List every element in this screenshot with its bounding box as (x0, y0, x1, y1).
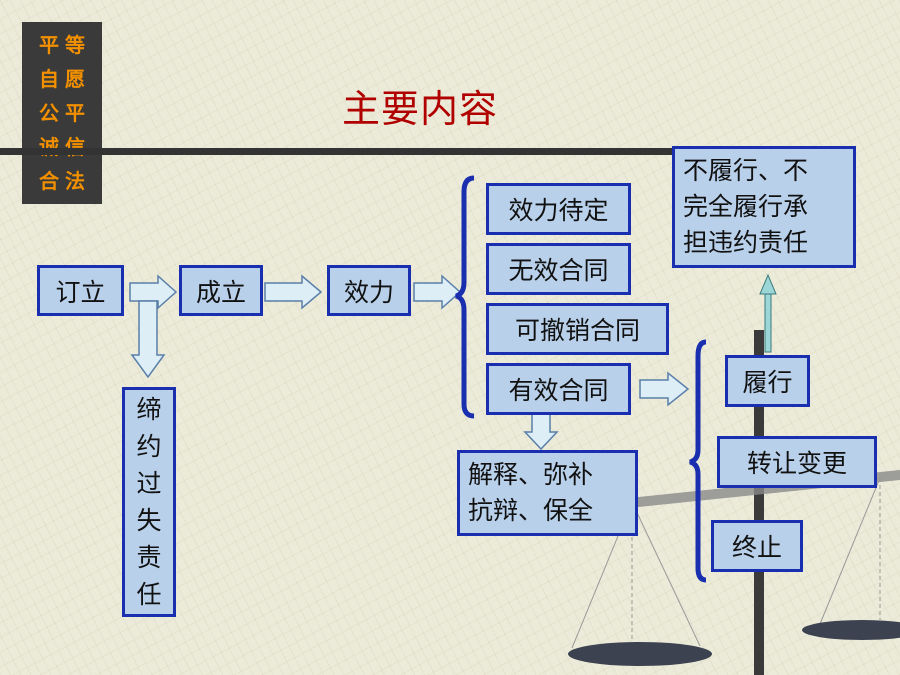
node-youxiao-hetong: 有效合同 (486, 363, 631, 415)
arrow-dingli-down (130, 300, 166, 379)
brace-xiaoli-types (455, 175, 475, 419)
node-line: 解释、弥补 (468, 460, 594, 489)
node-text-block: 解释、弥补 抗辩、保全 (468, 457, 593, 529)
node-zhuanrang-biangeng: 转让变更 (717, 436, 877, 488)
logo-char: 法 (65, 169, 85, 193)
node-char: 缔 (136, 395, 162, 424)
node-zhongzhi: 终止 (711, 520, 803, 572)
arrow-dingli-to-chengli (129, 274, 178, 310)
node-line: 完全履行承 (683, 192, 809, 221)
node-text-block: 不履行、不 完全履行承 担违约责任 (683, 153, 808, 261)
logo-char: 愿 (65, 67, 85, 91)
header-divider (0, 148, 690, 155)
node-line: 不履行、不 (683, 156, 809, 185)
node-kechexiao-hetong: 可撤销合同 (486, 303, 669, 355)
arrow-chengli-to-xiaoli (264, 274, 323, 310)
logo-char: 等 (65, 33, 85, 57)
node-wuxiao-hetong: 无效合同 (486, 243, 631, 295)
logo-char: 信 (65, 135, 85, 159)
page-title: 主要内容 (342, 87, 499, 131)
node-char: 约 (136, 432, 162, 461)
logo: 等 愿 平 信 法 平 自 公 诚 合 (22, 22, 102, 204)
node-dingli: 订立 (37, 265, 124, 316)
node-char: 过 (136, 469, 162, 498)
arrow-lvxing-up (759, 273, 777, 353)
node-char: 失 (136, 506, 162, 535)
logo-char: 平 (65, 101, 85, 125)
node-diyue-guoshi-zeren: 缔 约 过 失 责 任 (122, 387, 176, 617)
logo-char: 诚 (39, 135, 59, 159)
node-xiaoli: 效力 (327, 265, 411, 316)
logo-char: 平 (39, 33, 59, 57)
arrow-youxiao-to-lvxing (639, 371, 690, 407)
node-lvxing: 履行 (725, 355, 810, 407)
arrow-youxiao-down (523, 413, 559, 451)
node-line: 抗辩、保全 (468, 496, 594, 525)
node-char: 任 (136, 580, 162, 609)
node-xiaoli-daiding: 效力待定 (486, 183, 631, 235)
node-char: 责 (136, 543, 162, 572)
node-chengli: 成立 (179, 265, 263, 316)
logo-char: 合 (39, 169, 59, 193)
node-weiyue-zeren: 不履行、不 完全履行承 担违约责任 (672, 146, 856, 268)
node-line: 担违约责任 (683, 228, 809, 257)
brace-youxiao-outcomes (689, 339, 707, 583)
arrow-xiaoli-to-types (413, 274, 462, 310)
logo-char: 自 (39, 67, 59, 91)
node-jieshi-mibu: 解释、弥补 抗辩、保全 (457, 450, 638, 536)
logo-column-left: 平 自 公 诚 合 (39, 28, 59, 204)
logo-char: 公 (39, 101, 59, 125)
logo-column-right: 等 愿 平 信 法 (65, 28, 85, 204)
